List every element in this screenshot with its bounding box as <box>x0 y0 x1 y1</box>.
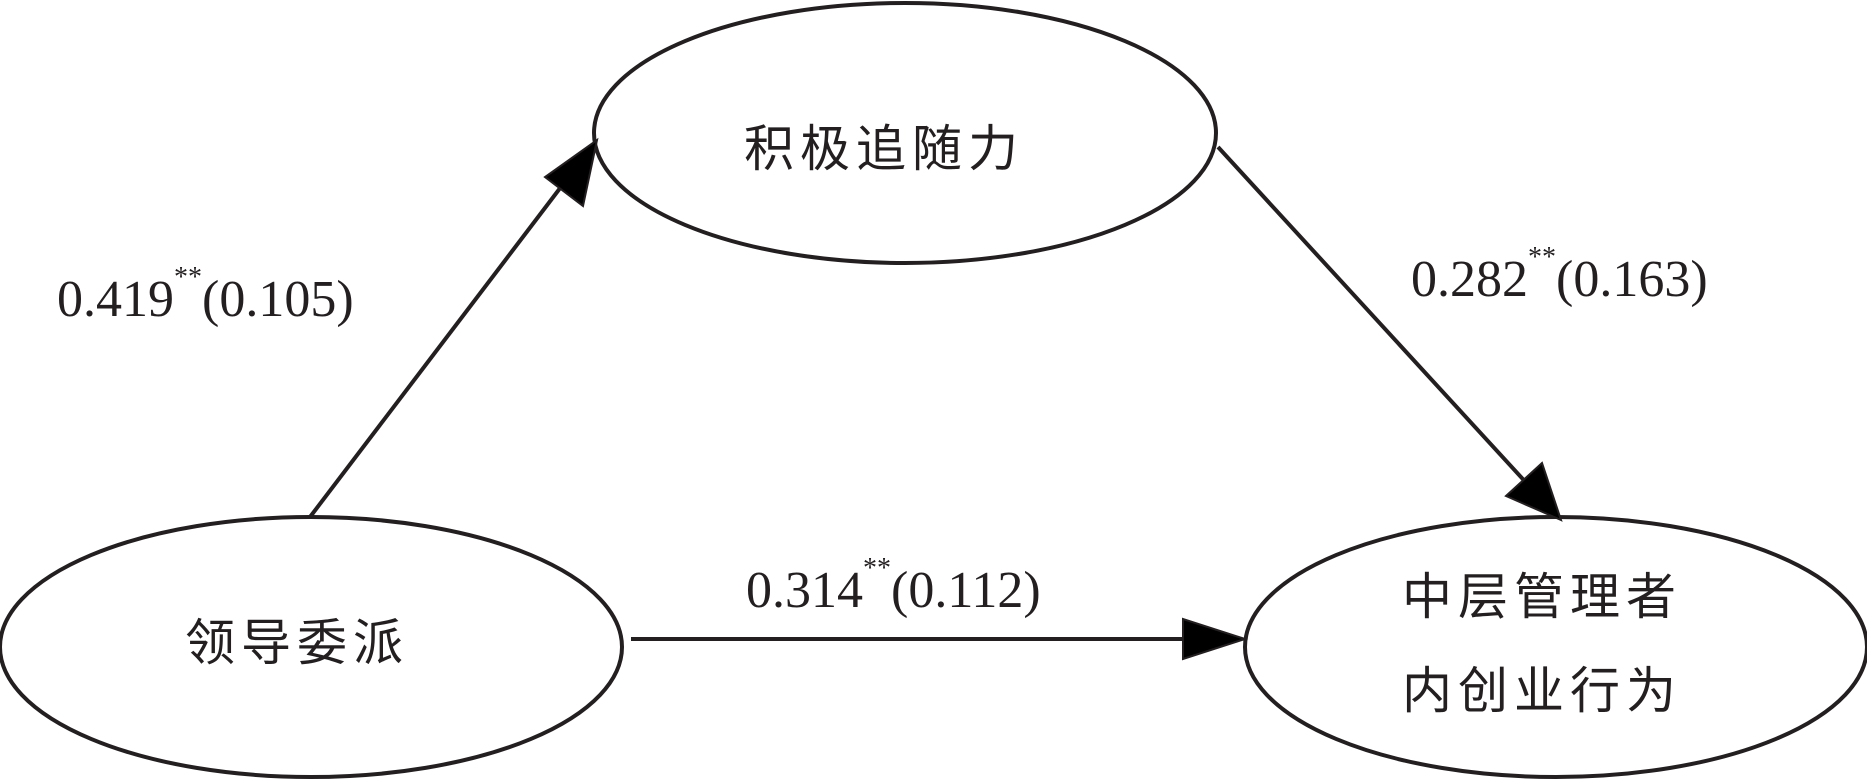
path-a-label: 0.419**(0.105) <box>57 262 354 328</box>
path-a-sig: ** <box>174 262 202 293</box>
outcome-node <box>1243 515 1867 779</box>
path-b-arrow-line <box>1216 145 1533 490</box>
path-a-arrowhead <box>543 137 599 208</box>
path-b-arrowhead <box>1504 461 1563 522</box>
path-c-arrowhead <box>1182 617 1249 661</box>
path-c-coef: 0.314 <box>746 562 863 619</box>
path-a-arrow-line <box>308 177 569 519</box>
path-a-se: (0.105) <box>202 271 354 328</box>
mediator-node <box>592 1 1218 265</box>
path-b-label: 0.282**(0.163) <box>1411 242 1708 308</box>
path-b-coef: 0.282 <box>1411 251 1528 308</box>
path-b-sig: ** <box>1528 242 1556 273</box>
path-c-label: 0.314**(0.112) <box>746 553 1041 619</box>
path-b-se: (0.163) <box>1556 251 1708 308</box>
path-c-se: (0.112) <box>891 562 1041 619</box>
outcome-label-line1: 中层管理者 <box>1402 568 1682 626</box>
path-a-coef: 0.419 <box>57 271 174 328</box>
predictor-label: 领导委派 <box>185 614 409 672</box>
mediator-label: 积极追随力 <box>744 120 1024 178</box>
outcome-label-line2: 内创业行为 <box>1402 662 1682 720</box>
path-c-sig: ** <box>863 553 891 584</box>
